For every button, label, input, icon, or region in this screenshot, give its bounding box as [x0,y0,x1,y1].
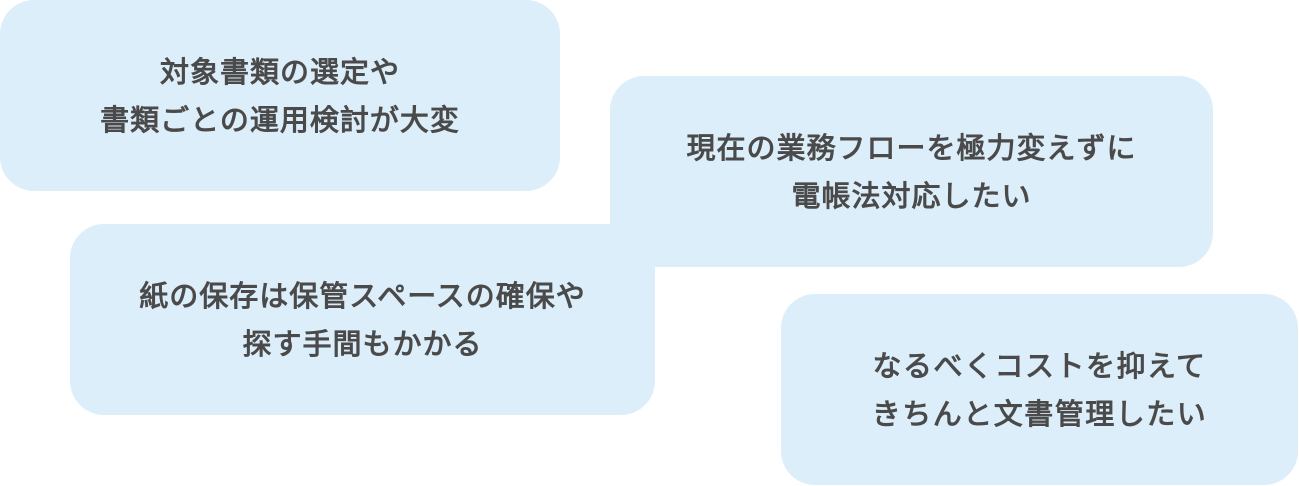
concern-text-line: 紙の保存は保管スペースの確保や [139,278,586,313]
concern-text-line: きちんと文書管理したい [871,396,1208,431]
concern-bubble-document-selection: 対象書類の選定や 書類ごとの運用検討が大変 [0,0,560,191]
concern-text-line: 現在の業務フローを極力変えずに [686,130,1137,165]
concern-text-line: 探す手間もかかる [242,326,483,361]
concern-text-line: 書類ごとの運用検討が大変 [100,102,460,137]
concern-bubble-paper-storage: 紙の保存は保管スペースの確保や 探す手間もかかる [70,224,655,415]
concern-bubble-workflow: 現在の業務フローを極力変えずに 電帳法対応したい [610,76,1213,267]
concern-text-line: 対象書類の選定や [159,54,400,89]
concern-text-line: 電帳法対応したい [791,178,1032,213]
concern-text-line: なるべくコストを抑えて [872,348,1207,383]
concern-bubble-cost: なるべくコストを抑えて きちんと文書管理したい [781,294,1298,485]
